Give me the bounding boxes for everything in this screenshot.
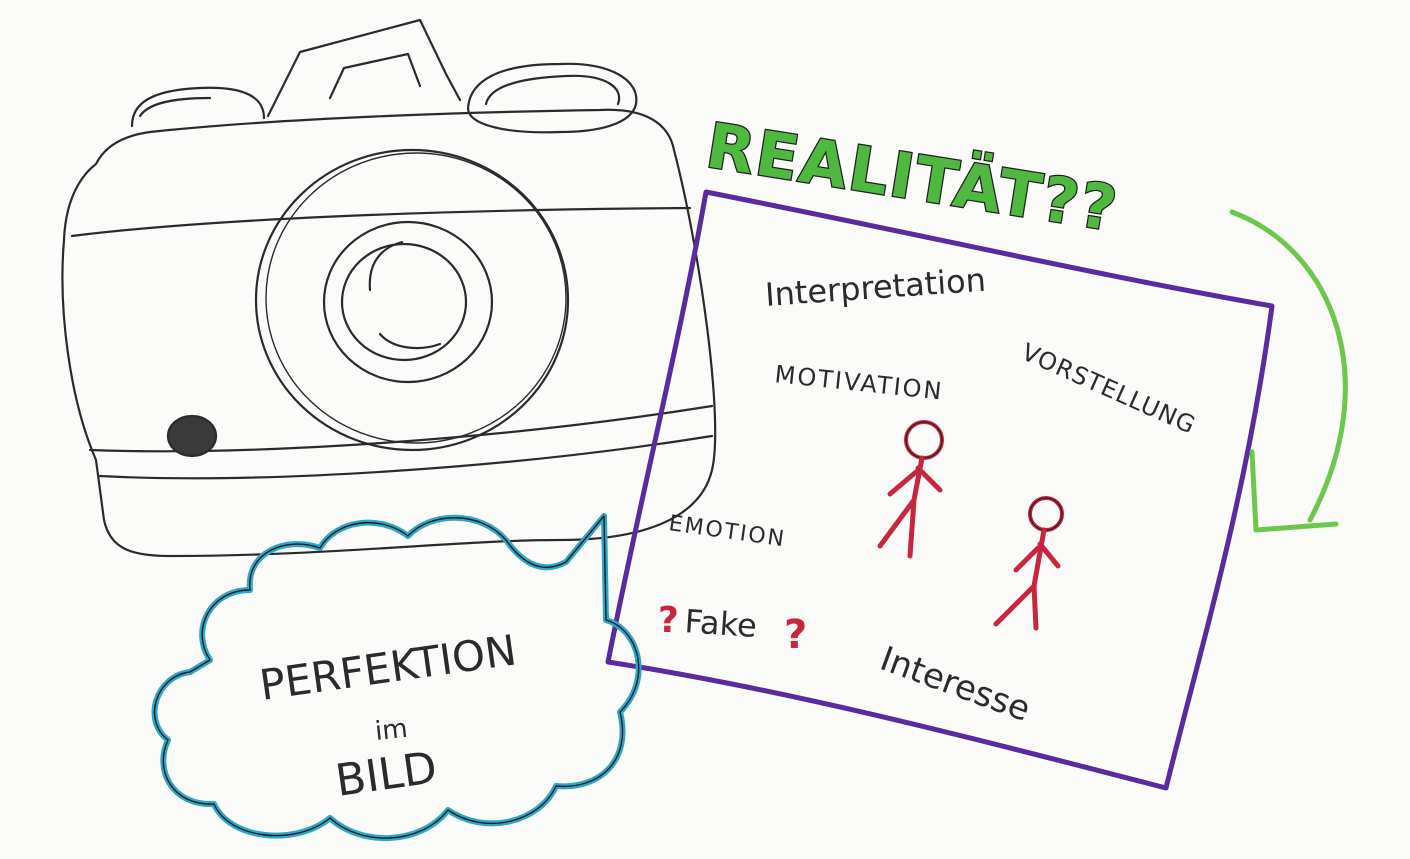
fake-label: ? Fake ? (658, 600, 807, 658)
word-interesse: Interesse (875, 639, 1036, 730)
stick-figure-icon (877, 420, 1064, 631)
curved-arrow-icon (1229, 209, 1348, 533)
word-fake: Fake (683, 602, 758, 645)
speech-cloud (151, 513, 642, 842)
page-title: REALITÄT?? (702, 109, 1124, 246)
cloud-line-perfektion: PERFEKTION (257, 625, 520, 710)
fake-question-right: ? (784, 612, 807, 658)
stick-figure-left (877, 420, 944, 559)
camera-icon (61, 18, 717, 558)
stick-figure-right (993, 496, 1064, 631)
cloud-line-bild: BILD (332, 742, 440, 807)
word-interpretation: Interpretation (764, 261, 987, 314)
fake-question-left: ? (658, 600, 679, 641)
word-motivation: MOTIVATION (773, 360, 944, 406)
reality-frame (605, 189, 1275, 791)
word-emotion: EMOTION (667, 511, 787, 552)
word-vorstellung: VORSTELLUNG (1018, 338, 1200, 440)
cloud-line-im: im (374, 714, 410, 747)
